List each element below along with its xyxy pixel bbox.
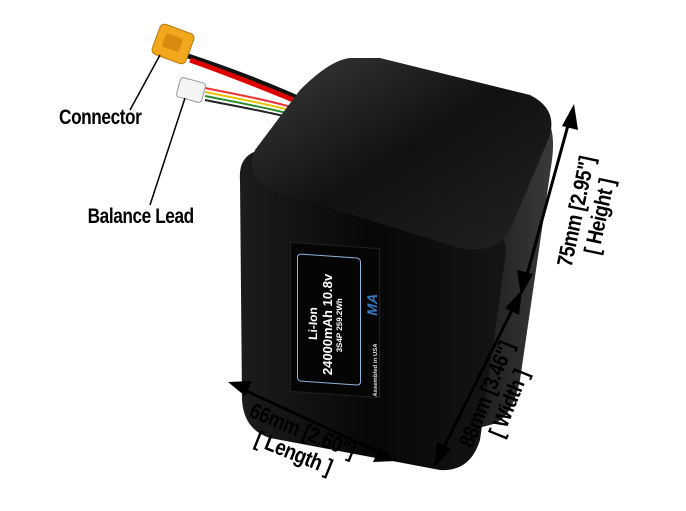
dimension-arrows xyxy=(228,104,578,467)
xt-connector xyxy=(151,23,195,65)
label-capacity: 24000mAh 10.8v xyxy=(320,273,335,376)
battery-label: Li-Ion 24000mAh 10.8v 3S4P 259.2Wh Assem… xyxy=(290,241,380,399)
label-origin: Assembled in USA xyxy=(373,343,379,398)
brand-logo: MA xyxy=(363,293,380,317)
callout-balance-lead: Balance Lead xyxy=(87,205,195,228)
label-chemistry: Li-Ion xyxy=(306,306,320,341)
callout-connector: Connector xyxy=(59,106,142,129)
balance-connector xyxy=(176,77,206,103)
label-config: 3S4P 259.2Wh xyxy=(335,297,344,353)
